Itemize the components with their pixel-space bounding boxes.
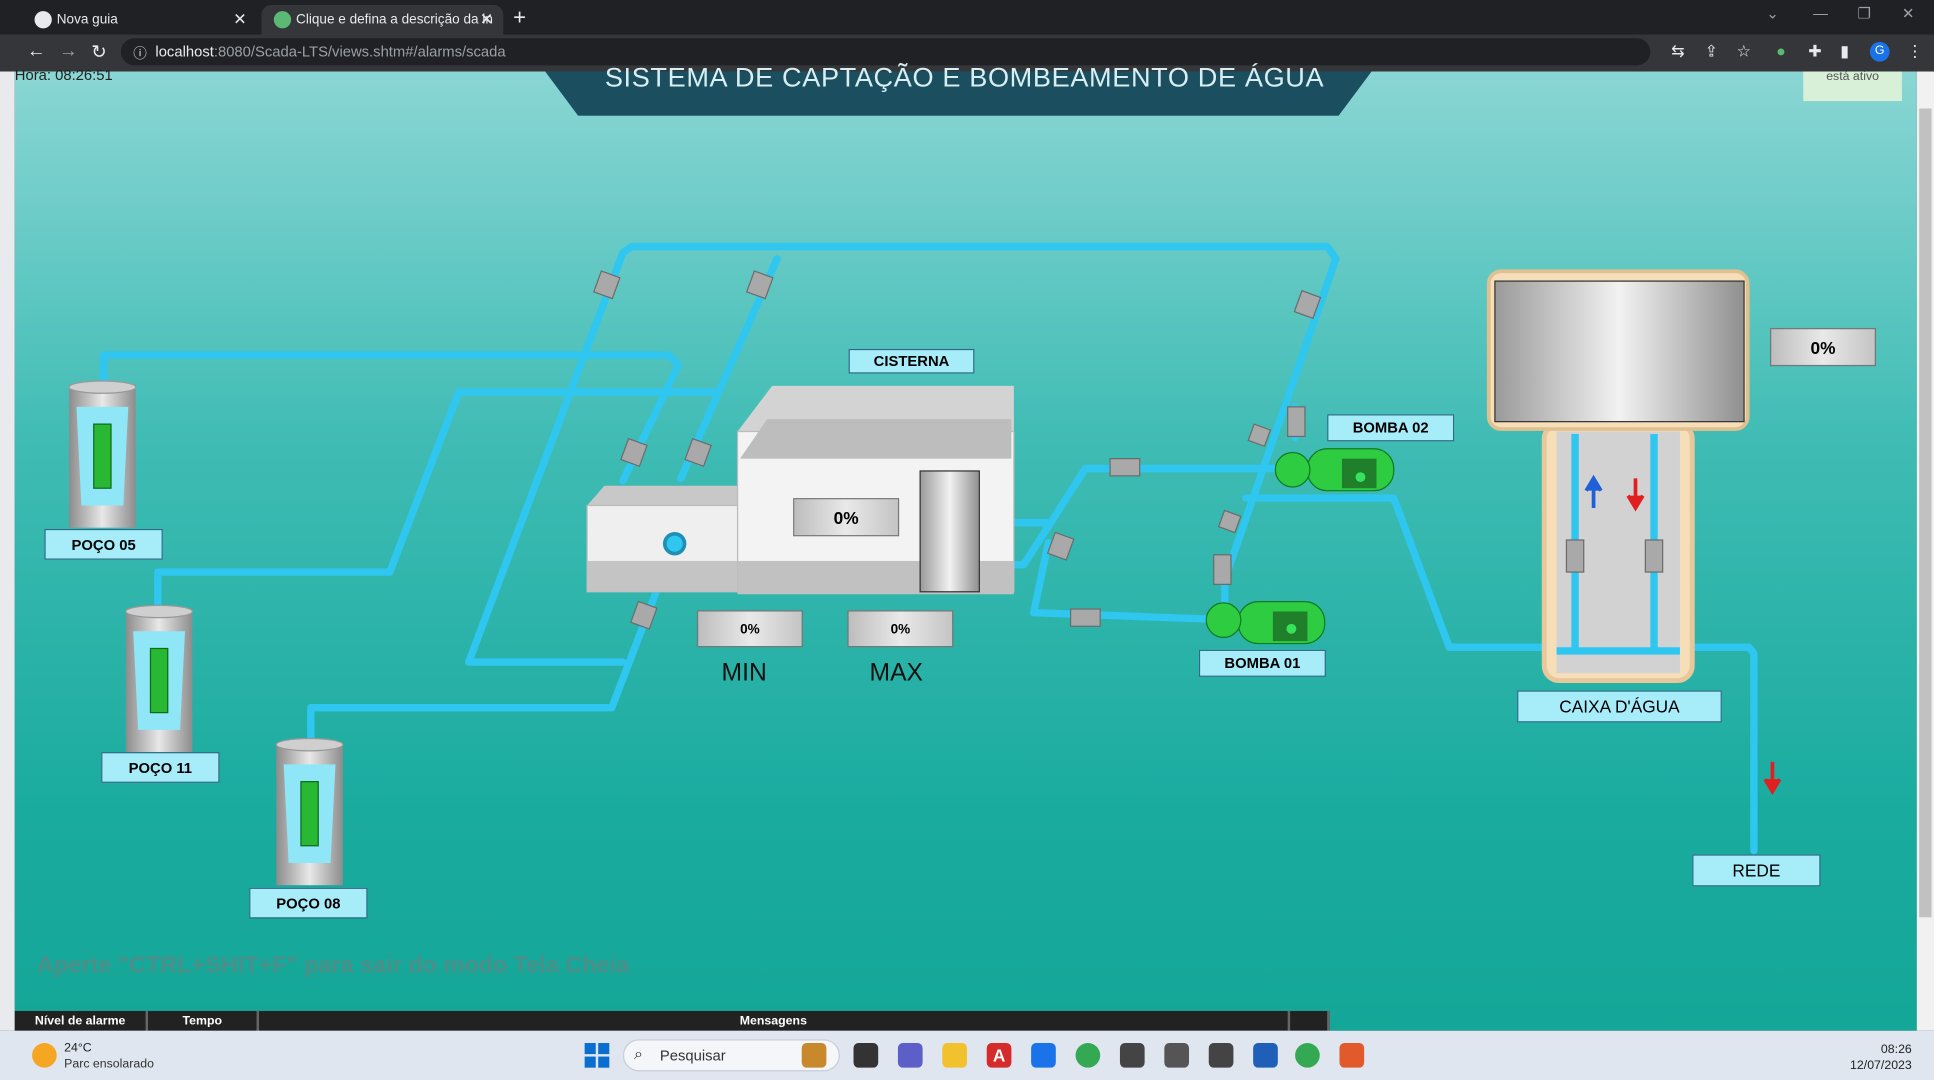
chrome-icon[interactable] xyxy=(1075,1043,1101,1068)
search-placeholder: Pesquisar xyxy=(659,1046,726,1064)
notepad-icon[interactable] xyxy=(1253,1043,1278,1068)
clock-time: 08:26 xyxy=(1880,1043,1912,1057)
max-label: MAX xyxy=(869,659,924,687)
tab-nova-guia[interactable]: Nova guia ✕ xyxy=(22,5,256,35)
pump-bomba02 xyxy=(1274,448,1395,492)
arrow-down-icon xyxy=(1626,478,1645,512)
briefcase-icon[interactable] xyxy=(801,1043,827,1068)
clock-readout: Hora: 08:26:51 xyxy=(14,66,113,84)
new-tab-icon[interactable]: + xyxy=(513,4,527,30)
tab-scada[interactable]: Clique e defina a descrição da in ✕ xyxy=(261,4,504,35)
cisterna-label: CISTERNA xyxy=(848,348,975,374)
app-icon-3[interactable] xyxy=(1208,1043,1234,1068)
translate-icon[interactable]: ⇆ xyxy=(1671,41,1685,61)
reload-icon[interactable]: ↻ xyxy=(91,41,107,63)
alarm-col-time[interactable]: Tempo xyxy=(148,1010,260,1031)
well-poco08 xyxy=(275,737,344,886)
max-level: 0% xyxy=(847,610,954,648)
site-info-icon[interactable]: ⓘ xyxy=(133,46,147,62)
close-tab-icon[interactable]: ✕ xyxy=(479,9,494,29)
taskbar-clock[interactable]: 08:26 12/07/2023 xyxy=(1825,1042,1912,1074)
puzzle-icon[interactable]: ✚ xyxy=(1808,41,1822,61)
extension-icon[interactable]: ● xyxy=(1776,41,1786,61)
weather-temp: 24°C xyxy=(64,1041,92,1056)
min-label: MIN xyxy=(721,659,767,687)
alarm-col-extra xyxy=(1290,1010,1330,1031)
left-edge-strip xyxy=(0,71,15,1031)
search-icon: ⌕ xyxy=(633,1044,643,1063)
tab-label: Nova guia xyxy=(56,12,118,28)
tab-search-icon[interactable]: ⌄ xyxy=(1766,4,1779,23)
side-panel-icon[interactable]: ▮ xyxy=(1840,41,1850,61)
menu-kebab-icon[interactable]: ⋮ xyxy=(1906,41,1923,61)
back-icon[interactable]: ← xyxy=(27,40,46,62)
scada-favicon-icon xyxy=(273,11,292,29)
app-icon-2[interactable] xyxy=(1164,1043,1190,1068)
well-poco11 xyxy=(125,604,194,753)
weather-icon[interactable] xyxy=(32,1043,57,1068)
forward-icon[interactable]: → xyxy=(59,40,78,62)
url-host: localhost xyxy=(155,43,214,61)
windows-start-icon[interactable] xyxy=(584,1043,610,1068)
well-poco05 xyxy=(68,380,137,528)
app-icon-1[interactable] xyxy=(1119,1043,1145,1068)
task-view-icon[interactable] xyxy=(853,1043,879,1068)
cisterna-tank xyxy=(586,385,1015,595)
min-level: 0% xyxy=(696,610,803,648)
windows-taskbar xyxy=(0,1030,1934,1080)
rede-label: REDE xyxy=(1692,854,1821,887)
power-automate-icon[interactable] xyxy=(1031,1043,1056,1068)
bomba02-label: BOMBA 02 xyxy=(1327,414,1455,442)
tab-label: Clique e defina a descrição da in xyxy=(296,12,493,28)
chrome-icon xyxy=(34,11,52,29)
teams-icon[interactable] xyxy=(897,1043,923,1068)
file-explorer-icon[interactable] xyxy=(942,1043,967,1068)
caixa-label: CAIXA D'ÁGUA xyxy=(1517,690,1722,723)
poco05-label: POÇO 05 xyxy=(44,528,163,560)
fullscreen-hint: Aperte "CTRL+SHIT+F" para sair do modo T… xyxy=(37,953,630,979)
clock-date: 12/07/2023 xyxy=(1850,1059,1912,1073)
snipping-tool-icon[interactable] xyxy=(1339,1043,1365,1068)
caixa-level: 0% xyxy=(1769,327,1877,367)
close-tab-icon[interactable]: ✕ xyxy=(233,9,247,29)
url-text[interactable]: localhost:8080/Scada-LTS/views.shtm#/ala… xyxy=(155,43,505,60)
restore-icon[interactable]: ❐ xyxy=(1857,4,1871,23)
alarm-col-messages[interactable]: Mensagens xyxy=(259,1010,1291,1031)
close-window-icon[interactable]: ✕ xyxy=(1901,4,1915,23)
poco08-label: POÇO 08 xyxy=(249,887,368,919)
minimize-icon[interactable]: — xyxy=(1813,4,1828,23)
cisterna-level: 0% xyxy=(793,498,900,537)
poco11-label: POÇO 11 xyxy=(101,752,220,783)
water-tower xyxy=(1486,269,1782,796)
scrollbar-thumb[interactable] xyxy=(1919,108,1932,918)
profile-avatar[interactable]: G xyxy=(1869,41,1890,62)
arrow-up-icon xyxy=(1584,474,1603,508)
chrome-profile-icon[interactable] xyxy=(1295,1043,1320,1068)
bomba01-label: BOMBA 01 xyxy=(1198,649,1326,677)
bookmark-star-icon[interactable]: ☆ xyxy=(1736,41,1752,61)
arrow-down-rede-icon xyxy=(1763,761,1782,796)
url-path: :8080/Scada-LTS/views.shtm#/alarms/scada xyxy=(213,43,506,61)
page-title: SISTEMA DE CAPTAÇÃO E BOMBEAMENTO DE ÁGU… xyxy=(604,61,1325,93)
address-bar[interactable] xyxy=(120,38,1651,66)
alarm-col-level[interactable]: Nível de alarme xyxy=(14,1010,149,1031)
pump-bomba01 xyxy=(1205,601,1326,645)
status-note: está ativo xyxy=(1803,71,1902,102)
share-icon[interactable]: ⇪ xyxy=(1704,41,1719,61)
title-banner xyxy=(545,71,1372,116)
acrobat-icon[interactable]: A xyxy=(986,1043,1012,1068)
weather-desc: Parc ensolarado xyxy=(64,1057,154,1072)
